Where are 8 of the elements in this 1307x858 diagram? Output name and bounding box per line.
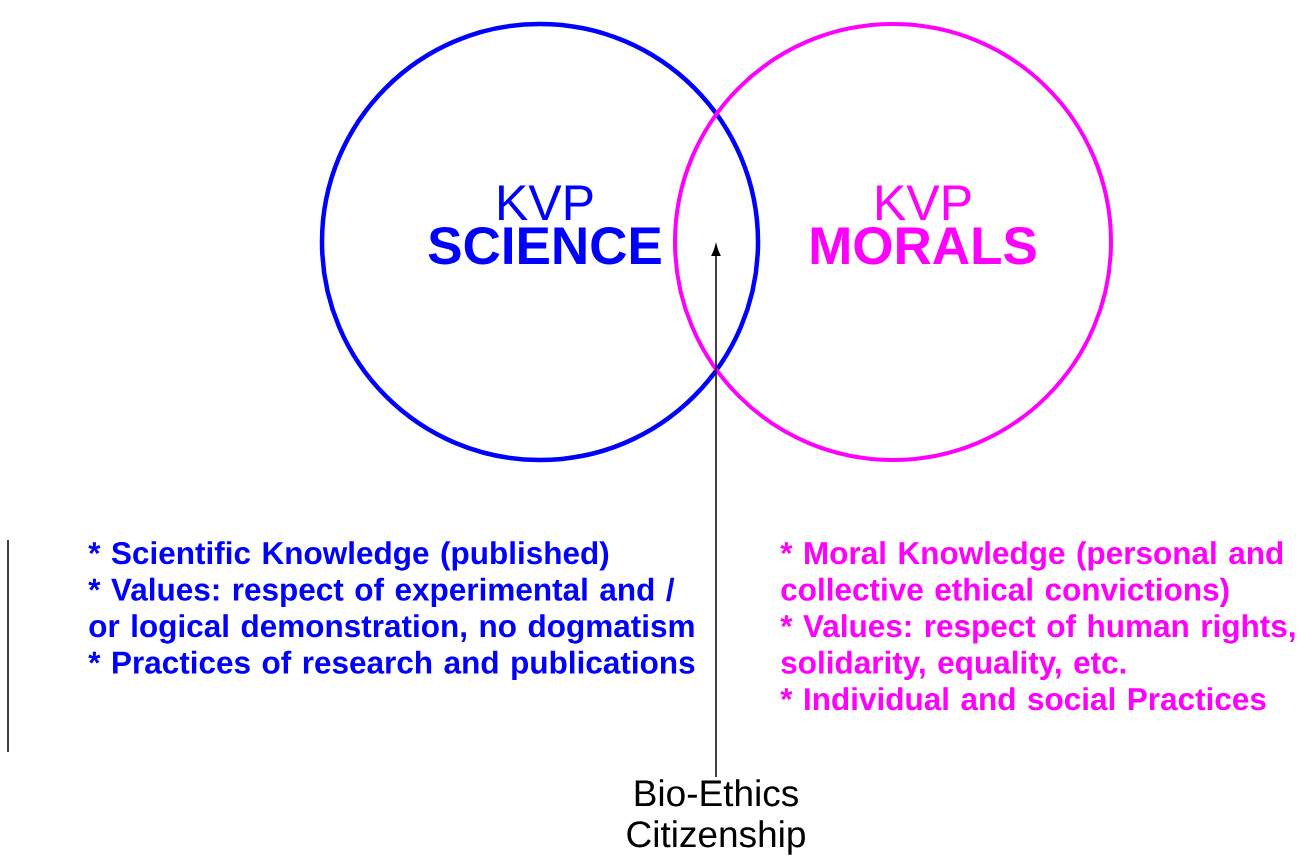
bullet-text: * Values: respect of human rights, solidarity, equality, etc. xyxy=(780,614,1295,681)
bullet-text: * Scientific Knowledge (published) xyxy=(88,541,609,571)
bullet-text: * Values: respect of experimental and / or logical demonstration, no dogmatism xyxy=(88,577,694,644)
bullet-text: * Practices of research and publications xyxy=(88,650,695,681)
bullet-text: * Individual and social Practices xyxy=(780,687,1266,711)
arrow xyxy=(711,244,721,778)
bullet-text: * Moral Knowledge (personal and collective ethical convictions) xyxy=(780,541,1283,608)
caption-text: Bio-Ethics Citizenship xyxy=(627,779,805,855)
